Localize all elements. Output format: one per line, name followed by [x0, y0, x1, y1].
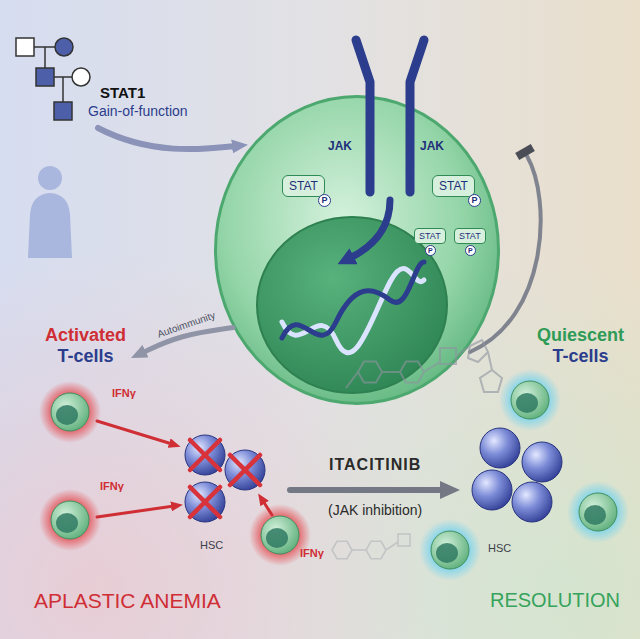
hsc-group-healthy	[480, 428, 520, 468]
cell-membrane	[216, 97, 499, 404]
mechanism-note: (JAK inhibition)	[328, 502, 422, 518]
quiescent-t-cells	[499, 369, 561, 431]
connector-arrow	[290, 487, 444, 493]
edge-label: Autoimmunity	[155, 310, 216, 340]
node-text: STAT	[419, 230, 441, 242]
pedigree-chart	[72, 68, 90, 86]
person-silhouette	[28, 166, 72, 258]
hsc-group-healthy	[472, 428, 562, 522]
edge-label: ITACITINIB	[329, 456, 421, 474]
hsc-group-damaged	[185, 482, 225, 522]
quiescent-t-cells	[419, 369, 629, 581]
node-text: Activated	[45, 325, 126, 346]
node-text: HSC	[200, 539, 223, 551]
activated-t-cells	[39, 489, 101, 551]
itacitinib-molecule	[346, 372, 358, 388]
ifn-arrows	[97, 506, 174, 517]
faint-molecule	[332, 534, 410, 559]
cell-group-heading: ActivatedT-cells	[40, 322, 131, 370]
mutation-type: Gain-of-function	[88, 103, 188, 119]
pedigree-chart	[62, 77, 64, 102]
hsc-group-healthy	[522, 442, 562, 482]
pedigree-chart	[36, 68, 54, 86]
ifn-arrows	[97, 421, 172, 444]
hsc-group-damaged	[185, 435, 265, 522]
hsc-group-damaged	[185, 435, 225, 475]
pedigree-chart	[55, 38, 73, 56]
stat-protein: STATP	[282, 175, 325, 197]
pedigree-chart	[16, 38, 90, 120]
node-text: STAT	[459, 230, 481, 242]
dna-helix	[282, 262, 424, 353]
node-text: P	[468, 194, 481, 207]
inheritance-arrow	[98, 128, 236, 149]
faint-molecule	[398, 534, 410, 546]
node-text: P	[425, 245, 436, 256]
condition-title: APLASTIC ANEMIA	[34, 589, 221, 613]
person-silhouette	[38, 166, 62, 190]
activated-t-cells	[39, 381, 311, 566]
cytokine-label: IFNγ	[100, 480, 124, 492]
pedigree-chart	[54, 102, 72, 120]
node-text: JAK	[420, 139, 444, 153]
dna-helix	[282, 262, 424, 338]
hsc-region: HSC	[180, 425, 290, 555]
node-text: P	[318, 194, 331, 207]
hsc-group-damaged	[190, 440, 220, 470]
faint-molecule	[352, 549, 366, 551]
itacitinib-molecule	[382, 371, 400, 373]
node-text: P	[465, 245, 476, 256]
person-silhouette	[28, 193, 72, 258]
pedigree-chart	[16, 38, 34, 56]
gene-name: STAT1	[100, 84, 145, 101]
cytokine-label: IFNγ	[112, 387, 136, 399]
stat-dimer: STATP	[454, 228, 486, 244]
node-text: JAK	[328, 139, 352, 153]
connector-arrow	[142, 328, 233, 353]
ifn-arrows	[97, 421, 272, 517]
activated-t-cells	[39, 381, 101, 443]
hsc-group-healthy	[512, 482, 552, 522]
node-text: HSC	[488, 542, 511, 554]
itacitinib-molecule	[480, 370, 502, 392]
inhibition-arrow	[515, 144, 535, 160]
hsc-group-damaged	[225, 450, 265, 490]
node-text: T-cells	[45, 346, 126, 367]
cell-body: JAKJAKSTATPSTATPSTATPSTATP	[214, 95, 500, 405]
quiescent-t-cells	[567, 481, 629, 543]
node-text: STAT	[289, 178, 318, 194]
cytokine-label: IFNγ	[300, 547, 324, 559]
node-text: Quiescent	[537, 325, 624, 346]
itacitinib-molecule	[488, 352, 492, 370]
hsc-group-healthy	[472, 470, 512, 510]
faint-molecule	[366, 541, 386, 558]
faint-molecule	[332, 541, 352, 558]
node-text: T-cells	[537, 346, 624, 367]
dna-helix	[282, 268, 424, 352]
hsc-group-damaged	[190, 487, 220, 517]
cell-outline	[214, 95, 500, 405]
hsc-group-damaged	[230, 455, 260, 485]
stat-protein: STATP	[432, 175, 475, 197]
itacitinib-molecule	[358, 362, 382, 383]
quiescent-t-cells	[419, 519, 481, 581]
nucleus	[257, 217, 447, 393]
hsc-region: HSC	[460, 422, 570, 558]
stat-dimer: STATP	[414, 228, 446, 244]
node-text: STAT	[439, 178, 468, 194]
cell-group-heading: QuiescentT-cells	[532, 322, 629, 370]
outcome-title: RESOLUTION	[490, 589, 620, 612]
pedigree-chart	[44, 47, 46, 68]
ifn-arrows	[263, 501, 272, 515]
faint-molecule	[386, 542, 398, 550]
